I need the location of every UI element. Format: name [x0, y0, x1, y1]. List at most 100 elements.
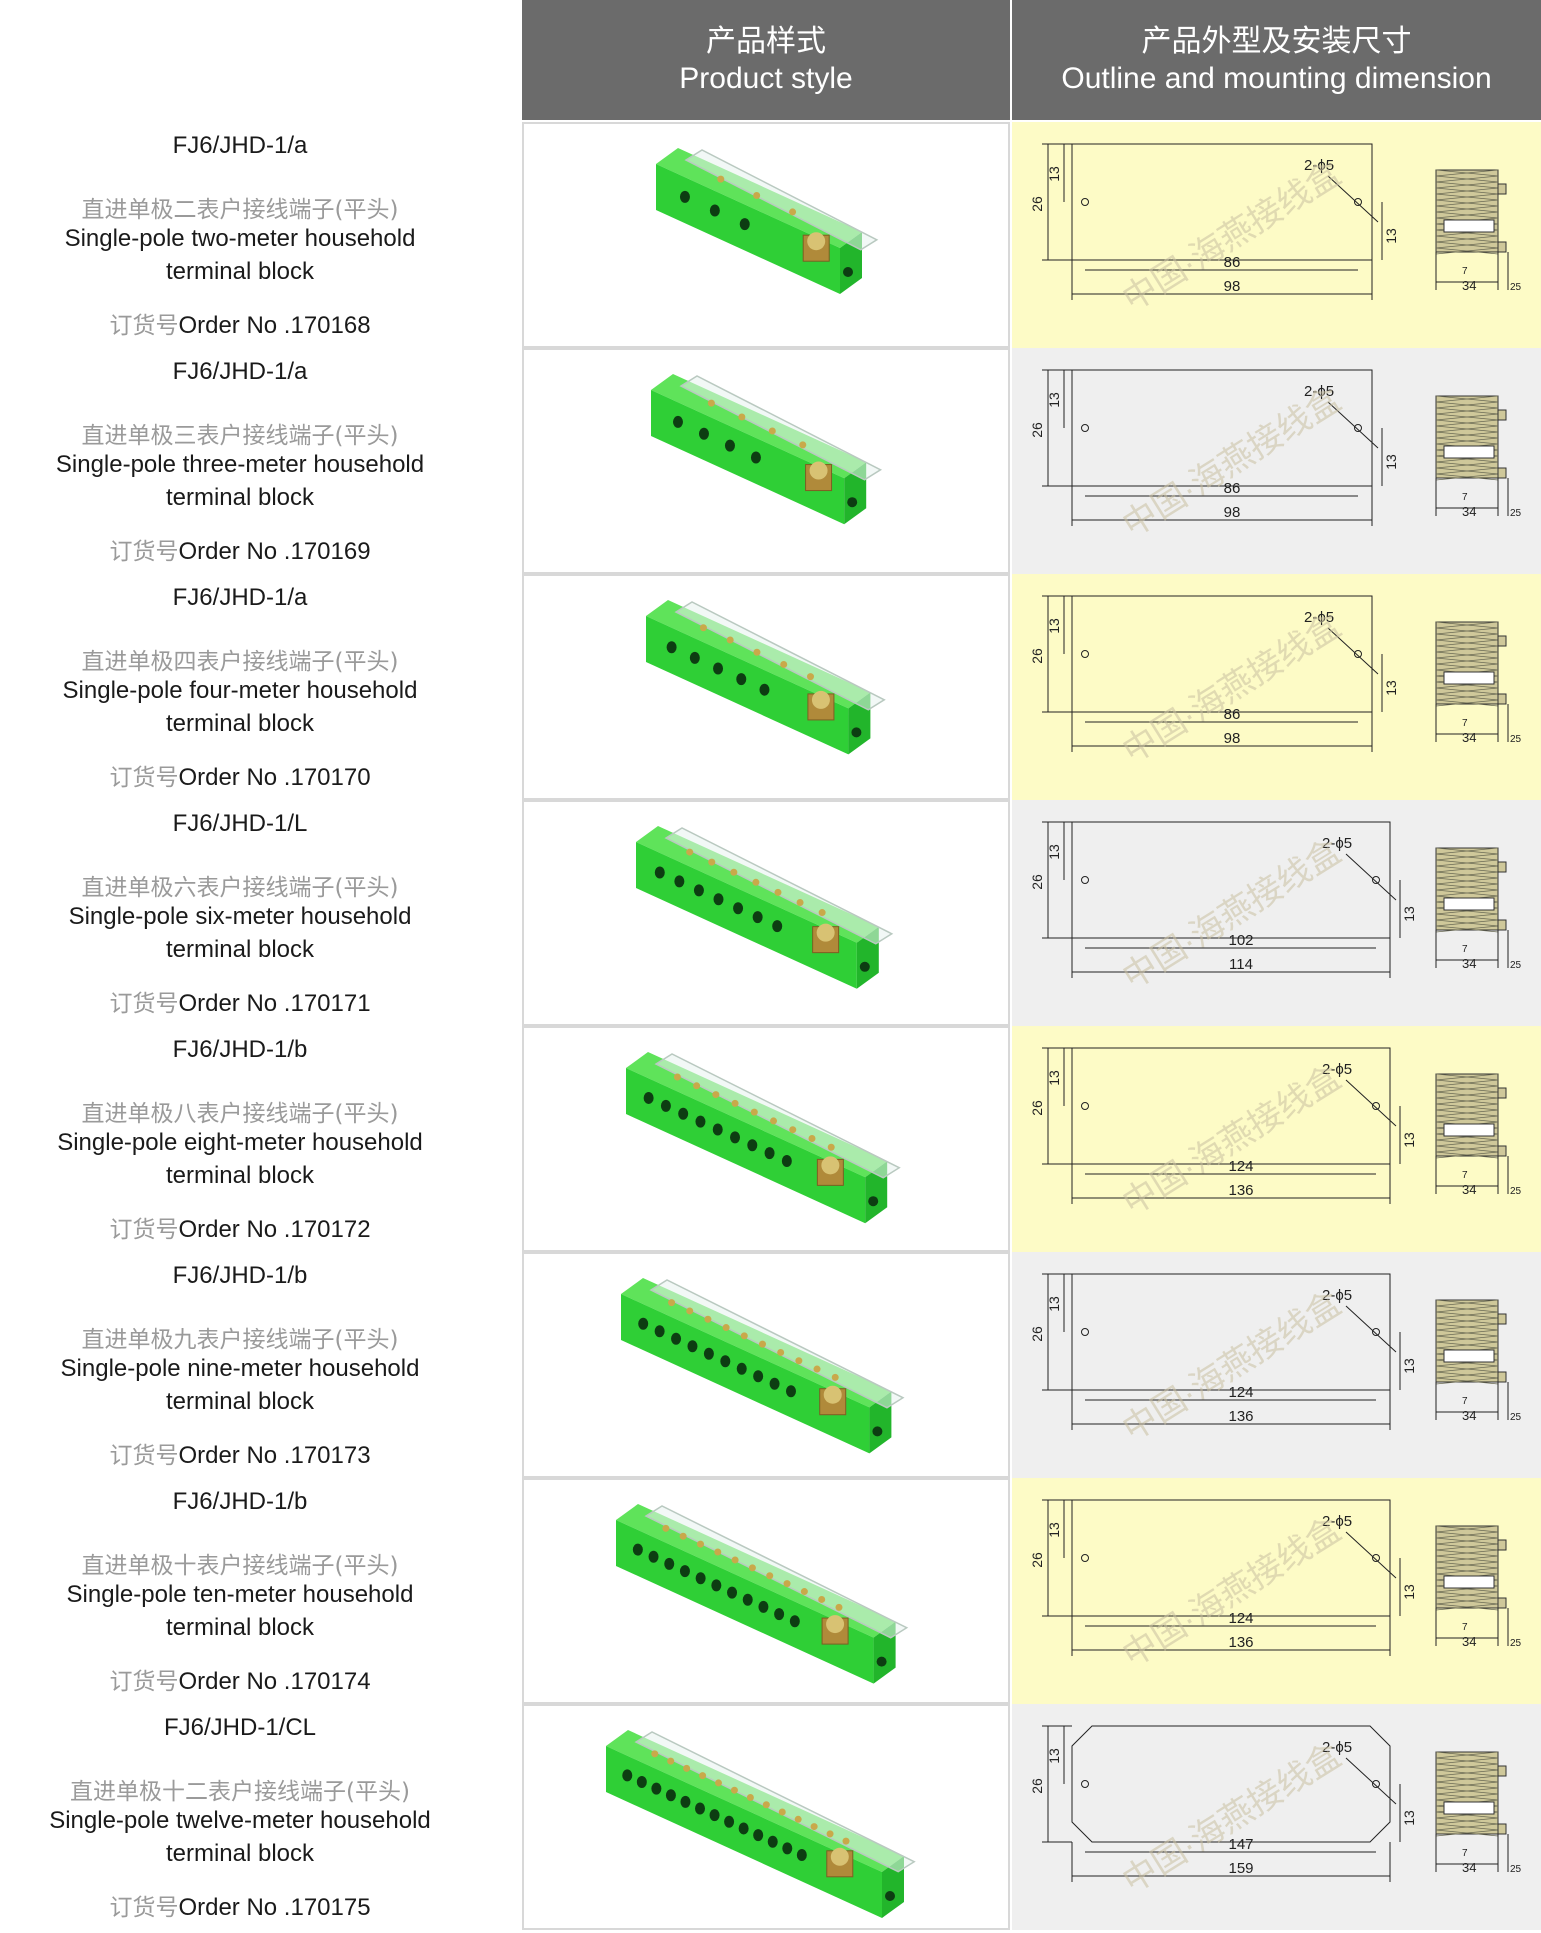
screw-icon [693, 1082, 701, 1090]
dim-offset-top-label: 13 [1046, 1522, 1062, 1538]
order-number: Order No .170172 [178, 1216, 371, 1243]
clear-cover [674, 601, 886, 711]
side-depth-label: 25 [1510, 1638, 1522, 1649]
order-number: Order No .170171 [178, 990, 371, 1017]
block-front-face [656, 164, 840, 294]
side-depth-label: 25 [1510, 508, 1522, 519]
screw-icon [783, 1580, 791, 1588]
terminal-block-image [616, 1504, 909, 1684]
wire-hole-icon [695, 1572, 706, 1585]
dim-offset-bottom-label: 13 [1401, 1584, 1417, 1600]
wire-hole-icon [648, 1550, 659, 1563]
product-model: FJ6/JHD-1/a [172, 358, 308, 385]
outline-shape [1071, 369, 1373, 487]
screw-icon [758, 1340, 766, 1348]
side-width-label: 34 [1462, 730, 1476, 745]
dim-height-label: 26 [1029, 422, 1045, 438]
side-view-slot [1443, 1123, 1495, 1137]
wire-hole-icon [654, 1325, 665, 1338]
product-desc-zh: 直进单极十二表户接线端子(平头) [70, 1779, 410, 1805]
screw-icon [826, 1830, 834, 1838]
wire-hole-icon [738, 1822, 749, 1835]
wire-hole-icon [764, 1147, 775, 1160]
mount-hole-right-icon [1372, 1102, 1380, 1110]
wire-hole-icon [709, 1809, 720, 1822]
wire-hole-icon [789, 1615, 800, 1628]
product-desc-zh: 直进单极四表户接线端子(平头) [81, 649, 399, 675]
screw-icon [708, 858, 716, 866]
wire-hole-icon [733, 902, 744, 915]
wire-hole-icon [713, 662, 724, 675]
mount-hole-right-icon [1372, 1780, 1380, 1788]
screw-icon [842, 1837, 850, 1845]
side-depth-label: 25 [1510, 960, 1522, 971]
product-desc-zh: 直进单极八表户接线端子(平头) [81, 1101, 399, 1127]
mount-hole-right-icon [1354, 650, 1362, 658]
order-label-zh: 订货号 [109, 1895, 179, 1921]
block-front-face [626, 1068, 866, 1224]
wire-hole-icon [671, 1332, 682, 1345]
order-label-zh: 订货号 [109, 313, 179, 339]
mount-hole-left-icon [1081, 1554, 1089, 1562]
wire-hole-icon [727, 1586, 738, 1599]
terminal-block-image [626, 1052, 901, 1224]
wire-hole-icon [713, 893, 724, 906]
screw-icon [789, 208, 797, 216]
wire-hole-icon [724, 439, 735, 452]
side-width-label: 34 [1462, 1634, 1476, 1649]
screw-icon [714, 1548, 722, 1556]
dim-outer-label: 136 [1228, 1634, 1253, 1651]
mounting-hole-icon [847, 497, 858, 508]
wire-hole-icon [651, 1782, 662, 1795]
order-label-zh: 订货号 [109, 991, 179, 1017]
screw-icon [794, 1815, 802, 1823]
dim-inner-label: 124 [1228, 1384, 1253, 1401]
screw-icon [667, 1757, 675, 1765]
screw-icon [799, 441, 807, 449]
screw-icon [699, 624, 707, 632]
terminal-block-image [656, 148, 879, 294]
mount-hole-left-icon [1081, 650, 1089, 658]
screw-icon [777, 1348, 785, 1356]
wire-hole-icon [711, 1579, 722, 1592]
product-model: FJ6/JHD-1/b [172, 1262, 308, 1289]
order-label-zh: 订货号 [109, 765, 179, 791]
wire-hole-icon [679, 1565, 690, 1578]
dim-outer-label: 98 [1224, 278, 1241, 295]
terminal-block-image [651, 374, 883, 525]
mounting-hole-icon [876, 1656, 887, 1667]
terminal-block-image [606, 1730, 916, 1918]
order-label-zh: 订货号 [109, 539, 179, 565]
wire-hole-icon [695, 1802, 706, 1815]
product-desc-en-line1: Single-pole eight-meter household [57, 1129, 423, 1156]
screw-icon [748, 1564, 756, 1572]
dim-outer-label: 98 [1224, 730, 1241, 747]
wire-hole-icon [698, 427, 709, 440]
wire-hole-icon [632, 1543, 643, 1556]
dim-outer-label: 159 [1228, 1860, 1253, 1877]
main-screw-icon [807, 232, 826, 251]
product-photo [522, 122, 1010, 348]
screw-icon [827, 1143, 835, 1151]
wire-hole-icon [747, 1139, 758, 1152]
dim-inner-label: 86 [1224, 480, 1241, 497]
dim-inner-label: 102 [1228, 932, 1253, 949]
product-order-no: 订货号Order No .170168 [0, 306, 480, 340]
main-screw-icon [809, 461, 828, 480]
product-desc-en-line2: terminal block [165, 1388, 315, 1415]
dim-offset-bottom-label: 13 [1401, 1358, 1417, 1374]
product-order-no: 订货号Order No .170170 [0, 758, 480, 792]
side-width-label: 34 [1462, 1408, 1476, 1423]
product-desc-en-line1: Single-pole three-meter household [55, 451, 425, 478]
product-desc-en-line2: terminal block [165, 710, 315, 737]
product-model: FJ6/JHD-1/a [172, 584, 308, 611]
